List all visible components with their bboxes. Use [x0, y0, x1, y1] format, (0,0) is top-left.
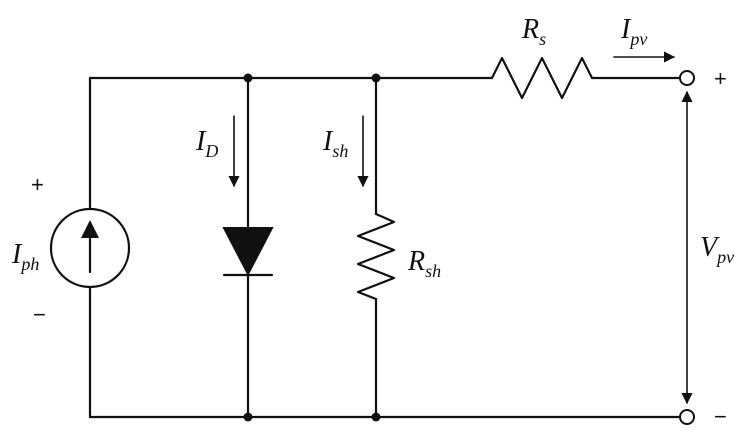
series-resistor-rs: [490, 56, 594, 100]
ish-label: Ish: [322, 126, 348, 161]
terminal-plus-sign: +: [714, 66, 727, 91]
shunt-resistor-rsh: [356, 212, 396, 301]
id-label: ID: [195, 126, 218, 161]
positive-terminal: [679, 70, 695, 86]
junction-dot: [243, 412, 253, 422]
junction-dot: [371, 73, 381, 83]
diode-symbol: [222, 227, 274, 277]
negative-terminal: [679, 409, 695, 425]
iph-label: Iph: [11, 239, 39, 274]
source-minus-sign: −: [33, 302, 46, 327]
rsh-label: Rsh: [407, 246, 441, 281]
vpv-label: Vpv: [700, 232, 734, 267]
current-source: [49, 207, 131, 289]
ipv-label: Ipv: [620, 14, 647, 49]
junction-dot: [243, 73, 253, 83]
junction-dot: [371, 412, 381, 422]
source-plus-sign: +: [31, 172, 44, 197]
current-source-arrow-head: [81, 220, 99, 238]
rs-label: Rs: [521, 14, 546, 49]
terminal-minus-sign: −: [714, 404, 727, 429]
